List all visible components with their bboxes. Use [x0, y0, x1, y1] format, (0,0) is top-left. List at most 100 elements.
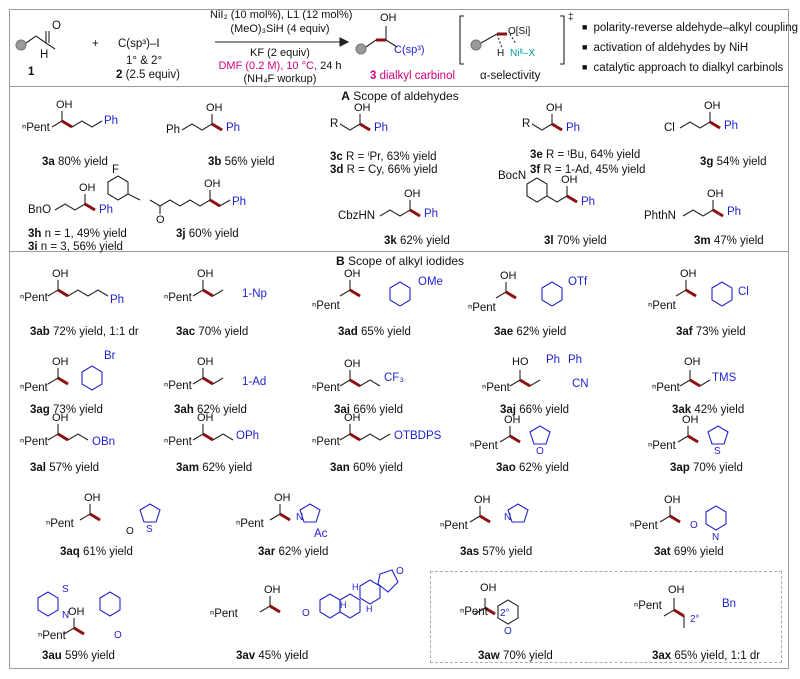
frag-3a-ph: Ph: [104, 115, 119, 127]
frag-3at-n: N: [712, 532, 720, 543]
conditions-line1: NiI₂ (10 mol%), L1 (12 mol%): [210, 9, 353, 21]
frag-3ap-npent: ⁿPent: [648, 440, 676, 452]
frag-3af-cl: Cl: [738, 286, 749, 298]
label-3m: 3m 47% yield: [694, 235, 764, 247]
frag-3au-oh: OH: [68, 606, 85, 618]
frag-3ad-npent: ⁿPent: [312, 300, 340, 312]
frag-3av-ketone-o: O: [396, 566, 404, 577]
frag-3g-ph: Ph: [724, 120, 739, 132]
frag-3ab-ph: Ph: [110, 294, 125, 306]
label-3ai: 3ai 66% yield: [334, 404, 404, 416]
frag-3g-cl: Cl: [664, 122, 675, 134]
plus-sign: +: [92, 38, 99, 50]
frag-3ai-npent: ⁿPent: [312, 382, 340, 394]
frag-3ah-npent: ⁿPent: [164, 380, 192, 392]
reaction-scheme-svg: [15, 15, 565, 65]
frag-3an-npent: ⁿPent: [312, 436, 340, 448]
frag-3b-ph2: Ph: [226, 122, 241, 134]
frag-3ar-npent: ⁿPent: [236, 518, 264, 530]
section-b-title: B Scope of alkyl iodides: [0, 254, 800, 268]
label-3aw: 3aw 70% yield: [478, 650, 553, 662]
label-3am: 3am 62% yield: [176, 462, 253, 474]
frag-3aq-npent: ⁿPent: [46, 518, 74, 530]
frag-3ai-oh: OH: [344, 358, 361, 370]
frag-3am-oph: OPh: [236, 430, 260, 442]
frag-3ar-n: N: [296, 512, 304, 523]
compound-2-label: 2 (2.5 equiv): [116, 69, 180, 81]
frag-3j-oh: OH: [204, 178, 221, 190]
label-3i: 3i n = 3, 56% yield: [28, 241, 123, 253]
frag-3af-npent: ⁿPent: [648, 300, 676, 312]
label-3k: 3k 62% yield: [384, 235, 450, 247]
iodide-types: 1° & 2°: [126, 55, 163, 67]
label-3ao: 3ao 62% yield: [496, 462, 569, 474]
frag-3ag-oh: OH: [52, 356, 69, 368]
frag-3ao-oh: OH: [504, 414, 521, 426]
frag-3ac-npent: ⁿPent: [164, 292, 192, 304]
frag-3al-obn: OBn: [92, 436, 116, 448]
frag-3ap-oh: OH: [682, 414, 699, 426]
frag-3g-oh: OH: [704, 100, 721, 112]
conditions-line2: (MeO)₃SiH (4 equiv): [230, 23, 330, 35]
frag-3aw-oh: OH: [480, 582, 497, 594]
frag-3ar-ac: Ac: [314, 528, 328, 540]
label-3f: 3f R = 1-Ad, 45% yield: [530, 164, 646, 176]
frag-3c-oh: OH: [354, 102, 371, 114]
frag-3a-oh: OH: [56, 99, 73, 111]
label-3ac: 3ac 70% yield: [176, 326, 249, 338]
frag-3m-oh: OH: [707, 188, 724, 200]
frag-3aj-ph: Ph: [546, 354, 561, 366]
frag-3ag-npent: ⁿPent: [20, 382, 48, 394]
frag-3ab-npent: ⁿPent: [20, 292, 48, 304]
frag-3av-h1: H: [352, 582, 359, 592]
bullet-3: catalytic approach to dialkyl carbinols: [582, 62, 783, 74]
label-3aj: 3aj 66% yield: [500, 404, 570, 416]
product-3-label: 3 dialkyl carbinol: [370, 70, 456, 82]
figure-frame: [9, 9, 789, 669]
conditions-line5: (NH₄F workup): [243, 73, 317, 85]
frag-3ax-npent: ⁿPent: [634, 600, 662, 612]
frag-3as-npent: ⁿPent: [440, 520, 468, 532]
frag-3ae-npent: ⁿPent: [468, 302, 496, 314]
frag-3av-h3: H: [366, 604, 373, 614]
frag-3m-ph: Ph: [727, 206, 742, 218]
frag-3aj-ho: HO: [512, 356, 529, 368]
ts-dagger: ‡: [568, 12, 574, 23]
frag-3j-ph: Ph: [232, 196, 247, 208]
frag-3ad-ome: OMe: [418, 276, 443, 288]
ts-h: H: [497, 48, 505, 59]
frag-3ae-oh: OH: [500, 270, 517, 282]
label-3as: 3as 57% yield: [460, 546, 533, 558]
aldehyde-o-label: O: [52, 20, 61, 32]
frag-3ad-oh: OH: [344, 268, 361, 280]
frag-3k-ph: Ph: [424, 208, 439, 220]
frag-3h-oh: OH: [79, 182, 96, 194]
frag-3at-npent: ⁿPent: [630, 520, 658, 532]
label-3b: 3b 56% yield: [208, 156, 275, 168]
frag-3ak-tms: TMS: [712, 372, 737, 384]
frag-3au-s: S: [62, 584, 69, 595]
frag-3al-npent: ⁿPent: [20, 436, 48, 448]
frag-3ax-oh: OH: [668, 584, 685, 596]
bullet-1: polarity-reverse aldehyde–alkyl coupling: [582, 22, 798, 34]
label-3av: 3av 45% yield: [236, 650, 309, 662]
frag-3c-ph: Ph: [374, 122, 389, 134]
frag-3ao-o: O: [536, 446, 544, 457]
bullet-2: activation of aldehydes by NiH: [582, 42, 748, 54]
label-3ab: 3ab 72% yield, 1:1 dr: [30, 326, 139, 338]
secondary-iodide-box: [430, 571, 782, 663]
label-3an: 3an 60% yield: [330, 462, 403, 474]
frag-3as-n: N: [504, 512, 512, 523]
label-3j: 3j 60% yield: [176, 228, 239, 240]
frag-3aq-oh: OH: [84, 492, 101, 504]
frag-3k-cbzhn: CbzHN: [338, 210, 376, 222]
ts-caption: α-selectivity: [480, 70, 541, 82]
frag-3e-ph: Ph: [566, 122, 581, 134]
frag-3h-ph: Ph: [99, 204, 114, 216]
label-3ak: 3ak 42% yield: [672, 404, 745, 416]
ts-osi: O[Si]: [508, 26, 531, 37]
label-3ae: 3ae 62% yield: [494, 326, 567, 338]
label-3ap: 3ap 70% yield: [670, 462, 743, 474]
frag-3e-oh: OH: [546, 102, 563, 114]
